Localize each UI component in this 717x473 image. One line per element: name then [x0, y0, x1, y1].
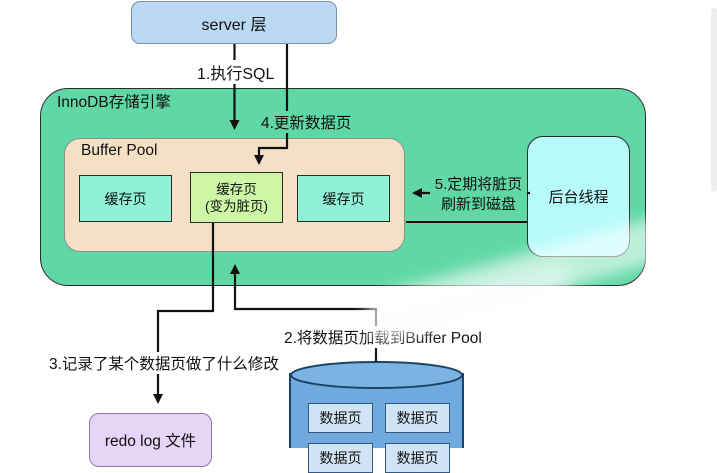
server-layer-label: server 层	[201, 16, 267, 34]
flow-label-step5-line2: 刷新到磁盘	[440, 196, 516, 213]
diagram-canvas: { "title": "InnoDB update flow diagram",…	[40, 1, 717, 473]
flow-label-step3: 3.记录了某个数据页做了什么修改	[49, 352, 279, 374]
data-page-label: 数据页	[319, 450, 362, 466]
background-thread-box: 后台线程	[527, 136, 630, 257]
flow-label-step4: 4.更新数据页	[261, 111, 352, 133]
flow-label-step1: 1.执行SQL	[197, 60, 275, 84]
cache-page-label: 缓存页	[322, 190, 365, 207]
cache-page-box-2: 缓存页	[297, 175, 390, 222]
page-edge-strip	[711, 8, 717, 192]
redo-log-file-label: redo log 文件	[104, 433, 197, 450]
data-page-box-2: 数据页	[385, 403, 450, 433]
data-page-label: 数据页	[396, 450, 439, 466]
cache-page-box-1: 缓存页	[79, 175, 172, 222]
cache-page-dirty-box: 缓存页 (变为脏页)	[190, 172, 283, 223]
data-page-box-1: 数据页	[308, 403, 373, 433]
flow-label-step5-line1: 5.定期将脏页	[434, 176, 523, 193]
flow-label-step2: 2.将数据页加载到Buffer Pool	[284, 326, 482, 348]
cache-page-label: 缓存页	[104, 190, 147, 207]
data-page-label: 数据页	[319, 410, 362, 426]
cache-page-label: 缓存页	[216, 181, 257, 197]
buffer-pool-label: Buffer Pool	[81, 142, 158, 159]
background-thread-label: 后台线程	[548, 189, 609, 206]
data-page-label: 数据页	[396, 410, 439, 426]
flow-label-step5: 5.定期将脏页 刷新到磁盘	[430, 175, 527, 215]
server-layer-box: server 层	[131, 1, 337, 44]
redo-log-file-box: redo log 文件	[89, 413, 212, 467]
dirty-page-sublabel: (变为脏页)	[205, 198, 268, 214]
innodb-engine-label: InnoDB存储引擎	[57, 94, 171, 111]
